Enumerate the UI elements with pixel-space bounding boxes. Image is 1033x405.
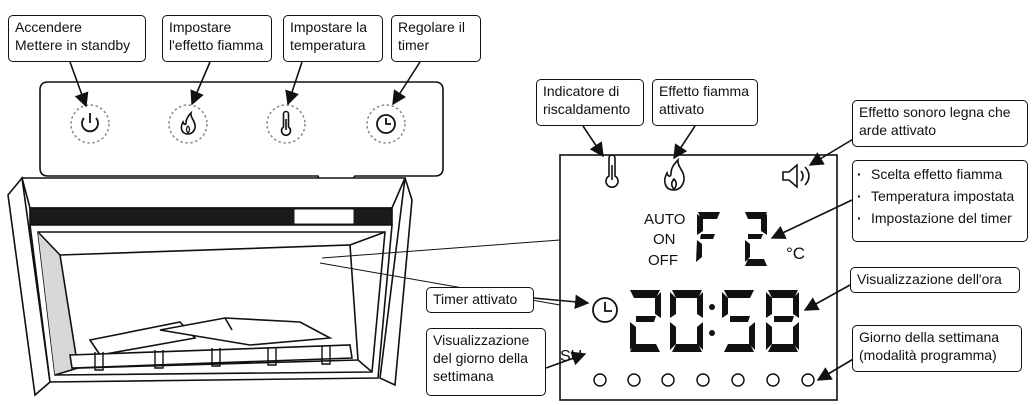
- weekday-program-line2: (modalità programma): [859, 347, 997, 363]
- weekday-display-line3: settimana: [433, 368, 494, 384]
- flame-effect-line1: Effetto fiamma: [659, 83, 750, 99]
- timer-button: [366, 104, 406, 144]
- thermometer-icon: [280, 110, 292, 136]
- weekday-program-callout: Giorno della settimana (modalità program…: [852, 325, 1022, 372]
- weekday-program-line1: Giorno della settimana: [859, 329, 1000, 345]
- power-icon: [81, 117, 99, 133]
- display-panel: [559, 154, 838, 401]
- weekday-display-line2: del giorno della: [433, 350, 528, 366]
- timer-callout-line1: Regolare il: [398, 19, 465, 35]
- option-timer-setting: Impostazione del timer: [857, 207, 1023, 229]
- timer-active-line1: Timer attivato: [433, 291, 518, 307]
- flame-callout-line1: Impostare: [169, 19, 232, 35]
- weekday-display-line1: Visualizzazione: [433, 332, 530, 348]
- flame-callout-line2: l'effetto fiamma: [169, 37, 264, 53]
- temperature-callout: Impostare la temperatura: [283, 15, 383, 62]
- lcd-thermometer-icon: [605, 154, 619, 188]
- flame-callout: Impostare l'effetto fiamma: [162, 15, 272, 62]
- sound-effect-line1: Effetto sonoro legna che: [859, 104, 1011, 120]
- heating-indicator-line1: Indicatore di: [543, 83, 620, 99]
- flame-icon: [180, 110, 196, 135]
- segment-code-display: [696, 212, 767, 266]
- time-display: [630, 290, 799, 352]
- heating-indicator-line2: riscaldamento: [543, 101, 631, 117]
- lcd-clock-icon: [592, 297, 618, 323]
- time-display-callout: Visualizzazione dell'ora: [850, 267, 1020, 293]
- mode-on-label: ON: [653, 231, 676, 248]
- timer-active-callout: Timer attivato: [426, 287, 534, 313]
- power-callout-line2: Mettere in standby: [15, 37, 131, 53]
- temperature-unit: °C: [786, 244, 806, 263]
- flame-effect-line2: attivato: [659, 101, 705, 117]
- power-callout-line1: Accendere: [15, 19, 82, 35]
- clock-icon: [376, 114, 396, 134]
- temperature-callout-line1: Impostare la: [290, 19, 368, 35]
- options-callout: Scelta effetto fiamma Temperatura impost…: [852, 160, 1028, 242]
- temperature-callout-line2: temperatura: [290, 37, 366, 53]
- weekday-indicators: [593, 373, 815, 387]
- power-callout: Accendere Mettere in standby: [8, 15, 146, 62]
- lcd-flame-icon: [664, 157, 685, 191]
- speaker-icon: [782, 163, 810, 189]
- timer-callout-line2: timer: [398, 37, 430, 53]
- option-flame-choice: Scelta effetto fiamma: [857, 163, 1023, 185]
- temperature-button: [266, 104, 306, 144]
- sound-effect-line2: arde attivato: [859, 122, 937, 138]
- heating-indicator-callout: Indicatore di riscaldamento: [536, 79, 644, 126]
- time-display-line1: Visualizzazione dell'ora: [857, 271, 1002, 287]
- flame-button: [168, 104, 208, 144]
- mode-auto-label: AUTO: [644, 211, 686, 228]
- option-set-temperature: Temperatura impostata: [857, 185, 1023, 207]
- power-button: [70, 104, 110, 144]
- fireplace-illustration: [7, 176, 413, 397]
- weekday-display-callout: Visualizzazione del giorno della settima…: [426, 328, 546, 396]
- sound-effect-callout: Effetto sonoro legna che arde attivato: [852, 100, 1028, 147]
- flame-effect-callout: Effetto fiamma attivato: [652, 79, 758, 126]
- mode-off-label: OFF: [648, 252, 678, 269]
- day-label: SU: [560, 348, 583, 365]
- timer-callout: Regolare il timer: [391, 15, 481, 62]
